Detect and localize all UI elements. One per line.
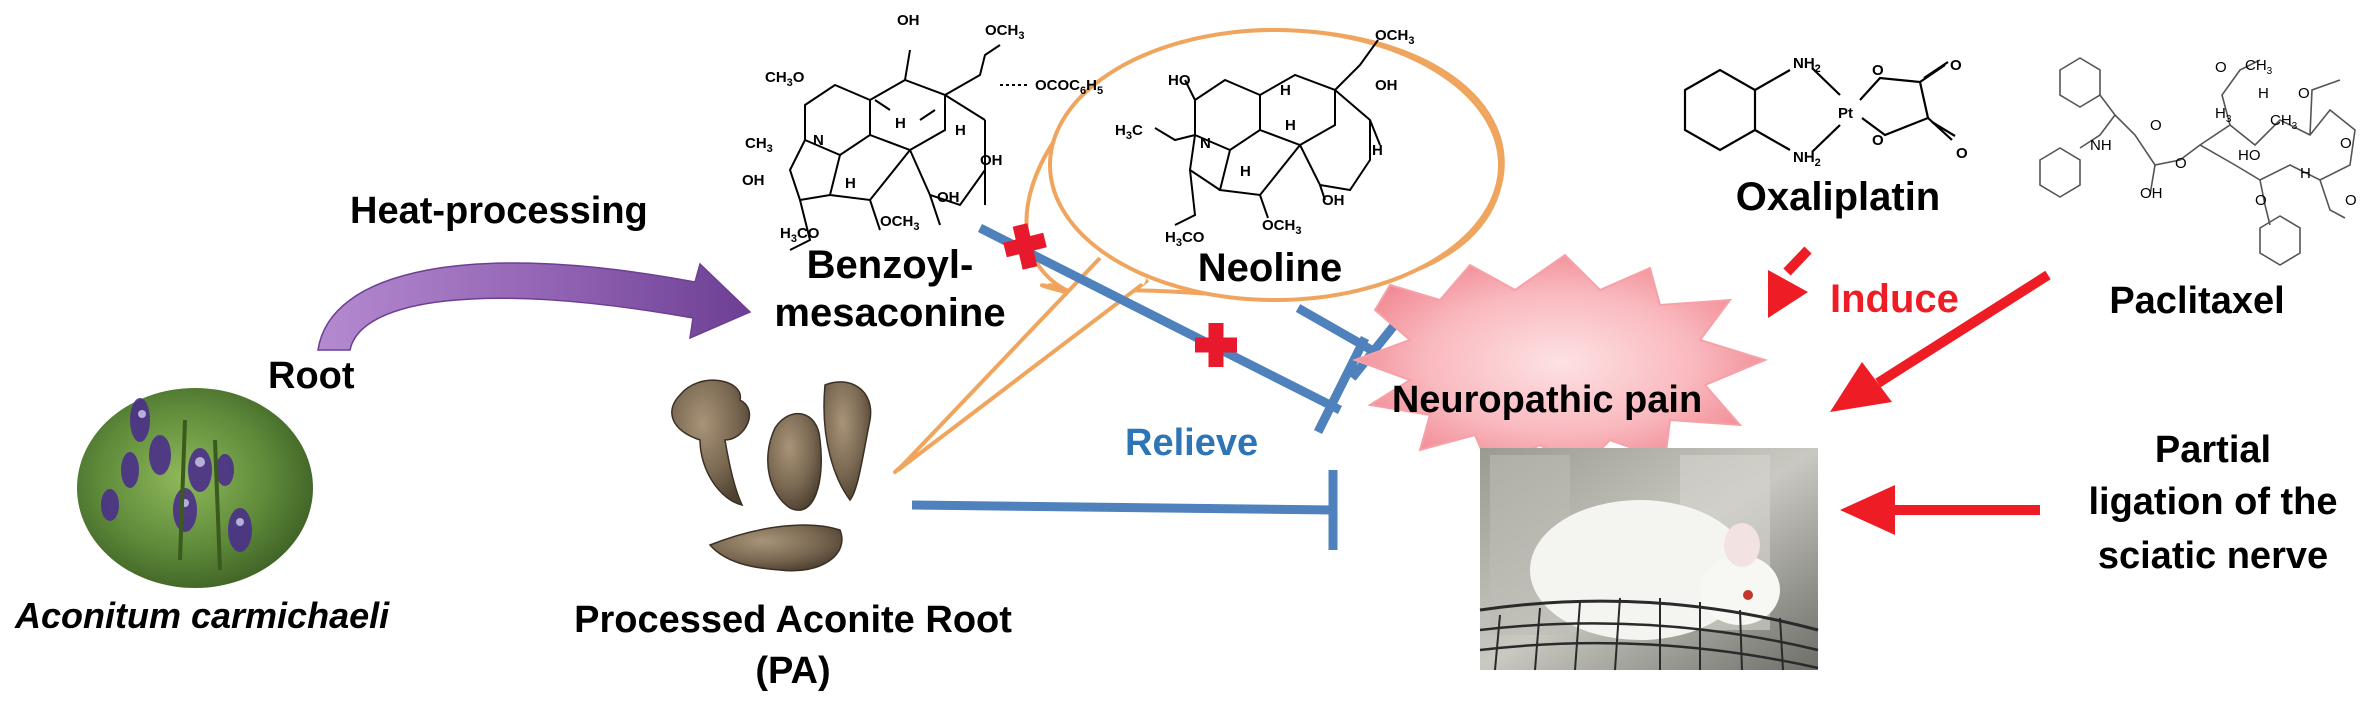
benzoyl-label-line2: mesaconine — [774, 291, 1005, 335]
ligation-label-line2: ligation of the — [2088, 481, 2337, 523]
svg-text:O: O — [1950, 57, 1962, 74]
svg-text:O: O — [2175, 155, 2187, 172]
svg-text:NH2: NH2 — [1793, 55, 1821, 75]
svg-text:OH: OH — [2140, 185, 2163, 202]
cross-mark-neoline — [1195, 323, 1237, 367]
svg-text:O: O — [1872, 132, 1884, 149]
root-label: Root — [268, 355, 355, 397]
svg-text:H3C: H3C — [1115, 122, 1143, 142]
ligation-label-line3: sciatic nerve — [2098, 535, 2328, 577]
neoline-atoms: HO OCH3 H3C N H H H H OH OH OCH3 H3CO — [1115, 27, 1414, 249]
svg-text:H: H — [1372, 142, 1383, 159]
svg-text:H: H — [2300, 165, 2311, 182]
paclitaxel-atoms: NH O OH O O CH3 CH3 H3 H HO O O H O O — [2090, 57, 2357, 209]
svg-text:NH: NH — [2090, 137, 2112, 154]
species-label: Aconitum carmichaeli — [14, 595, 390, 636]
pa-label-line2: (PA) — [755, 650, 830, 692]
svg-text:O: O — [2345, 192, 2357, 209]
svg-text:H: H — [845, 175, 856, 192]
cross-mark-benzoyl — [1003, 223, 1047, 270]
induce-arrow-ligation — [1840, 485, 2040, 535]
svg-text:Pt: Pt — [1838, 105, 1853, 122]
neuropathic-pain-burst — [1352, 253, 1768, 472]
induce-arrow-paclitaxel — [1830, 270, 2051, 412]
svg-text:H: H — [1240, 163, 1251, 180]
svg-text:HO: HO — [2238, 147, 2261, 164]
svg-text:O: O — [2255, 192, 2267, 209]
svg-text:OH: OH — [980, 152, 1003, 169]
svg-text:H: H — [1280, 82, 1291, 99]
svg-text:OCH3: OCH3 — [880, 213, 919, 233]
processed-root-photo — [671, 379, 872, 572]
svg-text:OCH3: OCH3 — [1262, 217, 1301, 237]
neuropathic-pain-label: Neuropathic pain — [1392, 379, 1702, 421]
svg-text:OCH3: OCH3 — [985, 22, 1024, 42]
svg-text:H3CO: H3CO — [1165, 229, 1205, 249]
paclitaxel-label: Paclitaxel — [2109, 280, 2284, 322]
svg-text:OCH3: OCH3 — [1375, 27, 1414, 47]
svg-text:O: O — [1872, 62, 1884, 79]
svg-text:O: O — [2150, 117, 2162, 134]
bm-och3-top: OCH — [985, 22, 1018, 39]
neoline-speech-bubble — [893, 28, 1505, 474]
heat-processing-label: Heat-processing — [350, 190, 648, 232]
svg-text:OH: OH — [1322, 192, 1345, 209]
paclitaxel-structure — [2039, 57, 2356, 266]
svg-text:H3CO: H3CO — [780, 225, 820, 245]
svg-text:NH2: NH2 — [1793, 149, 1821, 169]
svg-text:H: H — [895, 115, 906, 132]
benzoylmesaconine-atoms: OH OCH3 OCOC6H5 CH3O CH3 N H H H OH OH O… — [742, 12, 1103, 245]
svg-text:N: N — [1200, 135, 1211, 152]
neoline-label: Neoline — [1198, 246, 1342, 290]
svg-text:OH: OH — [937, 189, 960, 206]
svg-text:CH3: CH3 — [2270, 112, 2298, 132]
svg-text:HO: HO — [1168, 72, 1191, 89]
svg-text:OH: OH — [1375, 77, 1398, 94]
svg-text:H: H — [2258, 85, 2269, 102]
svg-text:O: O — [1956, 145, 1968, 162]
ligation-label-line1: Partial — [2155, 429, 2271, 471]
aconitum-plant-photo — [77, 388, 313, 588]
svg-text:CH3O: CH3O — [765, 69, 805, 89]
svg-text:H: H — [1285, 117, 1296, 134]
heat-processing-arrow — [317, 262, 752, 351]
svg-text:CH3: CH3 — [2245, 57, 2273, 77]
oxaliplatin-atoms: NH2 NH2 Pt O O O O — [1793, 55, 1968, 169]
inhibit-line-neoline — [1295, 304, 1400, 381]
inhibit-line-benzoyl — [977, 223, 1370, 435]
svg-text:N: N — [813, 132, 824, 149]
induce-arrow-oxaliplatin — [1768, 246, 1812, 318]
svg-text:OCOC6H5: OCOC6H5 — [1035, 77, 1103, 97]
oxaliplatin-structure — [1683, 61, 1956, 153]
svg-text:O: O — [2215, 59, 2227, 76]
svg-text:H: H — [955, 122, 966, 139]
svg-text:H3: H3 — [2215, 105, 2232, 125]
svg-text:CH3: CH3 — [745, 135, 773, 155]
oxaliplatin-label: Oxaliplatin — [1736, 175, 1941, 219]
benzoyl-label-line1: Benzoyl- — [807, 243, 974, 287]
mouse-photo — [1479, 448, 1819, 671]
induce-label: Induce — [1830, 277, 1959, 321]
svg-text:O: O — [2340, 135, 2352, 152]
relieve-label: Relieve — [1125, 422, 1258, 464]
inhibit-line-pa — [911, 470, 1338, 550]
pa-label-line1: Processed Aconite Root — [574, 599, 1012, 641]
bm-oh-top: OH — [897, 12, 920, 29]
neoline-structure — [1154, 39, 1381, 226]
svg-text:O: O — [2298, 85, 2310, 102]
svg-text:OH: OH — [742, 172, 765, 189]
benzoylmesaconine-structure — [788, 44, 1030, 251]
